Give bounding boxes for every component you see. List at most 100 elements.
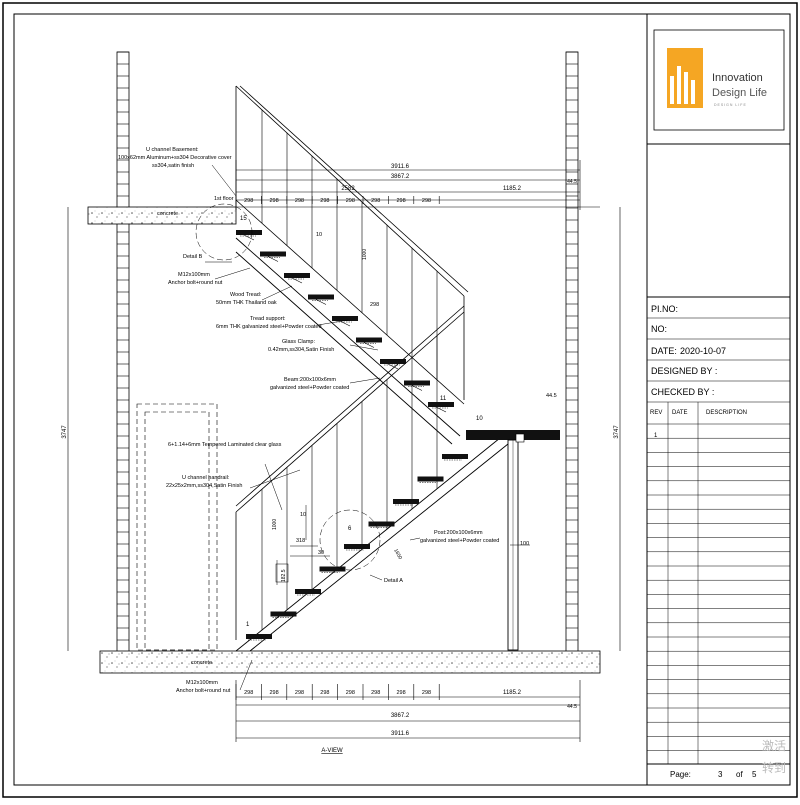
no-label: NO: [651, 324, 667, 334]
tread-width-label: 298 [320, 198, 329, 204]
tread-width-label: 298 [371, 690, 380, 696]
view-label: A-VIEW [321, 748, 343, 754]
upper-beam [235, 237, 461, 445]
label-u-channel-basement-3: ss304,satin finish [152, 163, 194, 169]
tread-width-label: 298 [244, 690, 253, 696]
step-num-6: 6 [348, 526, 352, 532]
tread-width-label: 298 [295, 198, 304, 204]
company-name-line2: Design Life [712, 87, 767, 99]
label-concrete-top: concrete [157, 211, 178, 217]
left-wall [116, 51, 130, 653]
tread-width-label: 298 [320, 690, 329, 696]
tread [319, 566, 346, 572]
detail-a-circle [319, 509, 381, 571]
tread [260, 251, 286, 257]
upper-handrail-return [235, 199, 465, 405]
tread-width-label: 298 [371, 198, 380, 204]
dim-1000b: 1000 [272, 519, 278, 530]
tread [236, 230, 262, 235]
tread [246, 634, 272, 639]
tread-width-label: 298 [270, 198, 279, 204]
date-header: DATE [672, 410, 688, 416]
label-anchor-bot-1: M12x100mm [186, 680, 218, 686]
label-beam-2: galvanized steel+Powder coated [270, 385, 349, 391]
tread [270, 611, 297, 617]
rev-first-value: 1 [654, 433, 658, 439]
pi-no-label: PI.NO: [651, 304, 678, 314]
dim-44-landing: 44.5 [546, 393, 557, 399]
tread [356, 337, 382, 343]
label-beam-1: Beam:200x100x6mm [284, 377, 336, 383]
tread-ticks-bottom [235, 684, 440, 700]
label-glass: 6+1.14+6mm Tempered Laminated clear glas… [168, 442, 282, 448]
dim-1825: 182.5 [281, 569, 287, 582]
tread-width-label: 298 [244, 198, 253, 204]
label-detail-b: Detail B [183, 254, 203, 260]
company-tagline: DESIGN LIFE [714, 103, 747, 107]
door-outline [136, 403, 218, 651]
logo-icon [667, 48, 703, 108]
top-dimensions [235, 160, 600, 210]
rev-header: REV [650, 410, 662, 416]
tread-width-label: 298 [397, 690, 406, 696]
label-glass-clamp-1: Glass Clamp: [282, 339, 315, 345]
label-wood-tread-2: 50mm THK Thailand oak [216, 300, 277, 306]
dim-2582-top: 2582 [341, 186, 355, 192]
label-anchor-top-1: M12x100mm [178, 272, 210, 278]
label-wood-tread-1: Wood Tread: [230, 292, 262, 298]
tread [332, 316, 358, 321]
dim-30: 30 [318, 550, 324, 556]
dim-10a: 10 [316, 232, 322, 238]
tread [308, 294, 334, 300]
dim-44-bottom: 44.5 [567, 704, 577, 710]
height-right: 3747 [614, 425, 620, 439]
page-of: of [736, 770, 743, 779]
tread [404, 380, 430, 386]
tread [380, 359, 406, 364]
page-label: Page: [670, 770, 691, 779]
tread [393, 499, 419, 504]
step-num-11: 11 [440, 396, 447, 402]
label-detail-a: Detail A [384, 578, 403, 584]
tread-width-label: 298 [422, 690, 431, 696]
tread-width-label: 298 [270, 690, 279, 696]
lower-glass-panel [235, 305, 465, 640]
dim-1185-top: 1185.2 [503, 186, 522, 192]
dim-3867-top: 3867.2 [391, 174, 410, 180]
company-name-line1: Innovation [712, 72, 763, 84]
leader-lines [205, 164, 421, 691]
right-wall [565, 51, 579, 653]
dim-10b: 10 [300, 512, 306, 518]
drawing-text: 3911.6 3867.2 2582 1185.2 44.5 3867.2 39… [62, 147, 620, 754]
tread [295, 589, 321, 594]
tread [284, 273, 310, 278]
description-header: DESCRIPTION [706, 410, 747, 416]
label-tread-support-2: 6mm THK galvanized steel+Powder coated [216, 324, 322, 330]
bottom-dimensions [235, 680, 581, 742]
tread-width-label: 298 [422, 198, 431, 204]
label-anchor-bot-2: Anchor bolt+round nut [176, 688, 231, 694]
step-detail-dims [275, 505, 530, 585]
ground-concrete-slab [99, 650, 601, 674]
label-glass-clamp-2: 0.42mm,ss304,Satin Finish [268, 347, 334, 353]
step-num-10: 10 [476, 416, 483, 422]
page-current: 3 [718, 770, 723, 779]
revision-grid [647, 402, 790, 764]
label-anchor-top-2: Anchor bolt+round nut [168, 280, 223, 286]
tread-width-label: 298 [346, 198, 355, 204]
height-left: 3747 [62, 425, 68, 439]
inner-border [13, 13, 791, 786]
designed-by-label: DESIGNED BY : [651, 366, 717, 376]
stair-treads [236, 230, 468, 641]
label-handrail-2: 22x25x2mm,ss304,Satin Finish [166, 483, 242, 489]
date-value: 2020-10-07 [680, 346, 726, 356]
step-num-1: 1 [246, 622, 250, 628]
label-first-floor: 1st floor [214, 196, 234, 202]
dim-298-mid: 298 [370, 302, 379, 308]
step-num-15: 15 [240, 216, 247, 222]
tread-width-label: 298 [295, 690, 304, 696]
